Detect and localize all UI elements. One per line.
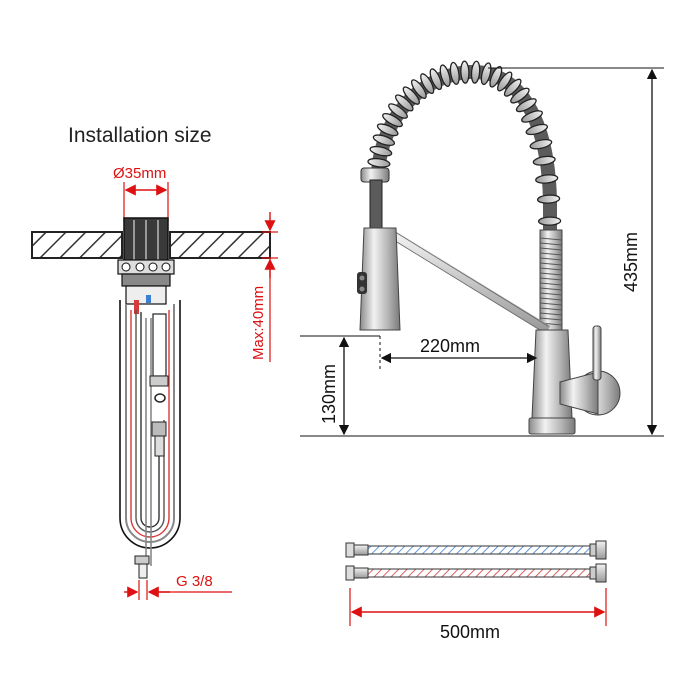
hose-length-dimension: 500mm [349,588,607,642]
spring-coil-ring [529,138,553,150]
spring-coil-ring [537,216,562,226]
column-spring-ring [539,307,563,311]
faucet [357,60,621,435]
column-spring-ring [539,277,563,281]
spring-coil-ring [411,79,427,99]
spring-coil-ring [532,155,556,166]
hot-hose [345,563,607,583]
spring-coil-ring [429,68,443,91]
column-spring-ring [539,287,563,291]
spring-coil-ring [402,86,420,105]
hose-length-label: 500mm [440,622,500,642]
total-height-dimension: 435mm [300,67,664,437]
spring-coil-ring [503,78,522,97]
column-spring-ring [539,237,563,241]
spring-coil-ring [376,123,399,137]
column-spring-ring [539,242,563,246]
hole-diameter-label: Ø35mm [113,165,166,182]
spring-coil-ring [420,73,435,95]
spring-coil-ring [535,174,559,184]
spring-coil-ring [367,157,391,168]
column-spring-ring [539,252,563,256]
spring-coil-ring [382,112,403,128]
diagram-title: Installation size [68,124,212,147]
hose-loop [119,300,181,579]
column-spring-ring [539,267,563,271]
max-thickness-label: Max:40mm [250,286,267,360]
reach-label: 220mm [420,336,480,356]
spring-coil-ring [470,60,481,84]
column-spring-ring [539,317,563,321]
spring-coil-ring [536,194,561,204]
spring-coil-ring [515,98,537,113]
spring-coil [366,60,562,257]
spring-coil-ring [439,64,451,87]
spout-height-dimension: 130mm [300,335,380,436]
spring-coil-ring [388,103,408,119]
total-height-label: 435mm [621,232,641,292]
column-spring-ring [539,282,563,286]
spring-coil-ring [369,145,393,157]
spout-height-label: 130mm [319,364,339,424]
spring-coil-ring [394,94,414,112]
spring-coil-ring [525,123,549,136]
column-spring-ring [539,312,563,316]
spring-coil-ring [489,65,503,88]
cold-hose [345,540,607,560]
spring-coil-ring [497,71,513,92]
thread-size-label: G 3/8 [176,573,213,590]
thread-size-dimension: G 3/8 [124,573,232,600]
spring-coil-ring [521,110,543,123]
spring-coil-ring [460,60,470,84]
reach-dimension: 220mm [379,336,538,370]
spring-coil-ring [372,134,396,147]
countertop [31,231,271,259]
column-spring-ring [539,302,563,306]
column-spring-ring [539,292,563,296]
column-spring-ring [539,262,563,266]
faucet-shank [117,217,175,314]
column-spring-ring [539,297,563,301]
spring-coil-ring [449,61,460,85]
spring-coil-ring [510,87,530,104]
supply-hoses [345,540,607,583]
column-spring-ring [539,247,563,251]
column-spring-ring [539,272,563,276]
max-thickness-dimension: Max:40mm [250,212,278,362]
column-spring-ring [539,257,563,261]
hole-diameter-dimension: Ø35mm [113,165,169,222]
